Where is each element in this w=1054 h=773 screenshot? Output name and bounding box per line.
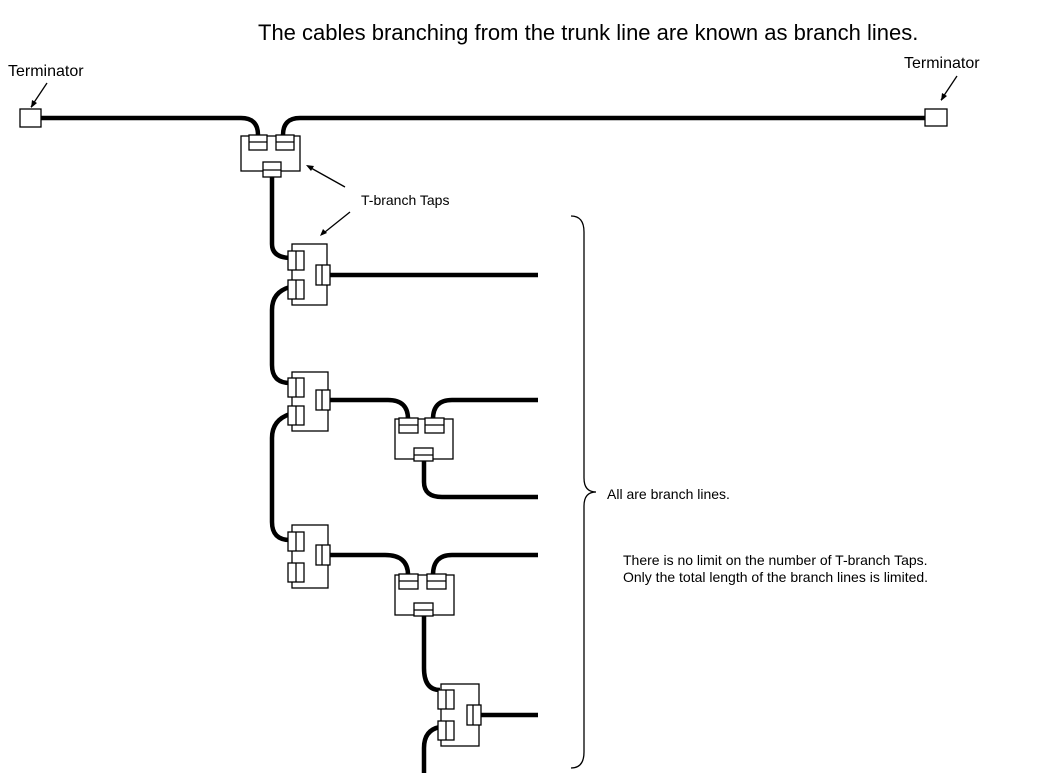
t-branch-tap-4 (287, 524, 331, 589)
t-branch-tap-2 (287, 371, 331, 432)
terminator-left-label: Terminator (8, 63, 84, 80)
note-line-1: There is no limit on the number of T-bra… (623, 552, 928, 568)
t-branch-tap-trunk (240, 134, 301, 178)
taps-arrow-lower (320, 211, 351, 236)
branch-group-label: All are branch lines. (607, 486, 730, 502)
branch-cables (269, 172, 538, 773)
note-line-2: Only the total length of the branch line… (623, 569, 928, 585)
taps-label: T-branch Taps (361, 192, 449, 208)
t-branch-tap-3 (394, 417, 454, 462)
terminator-right-label: Terminator (904, 55, 980, 72)
terminator-right-leader (940, 75, 958, 101)
t-branch-tap-6 (437, 683, 482, 747)
t-branch-tap-1 (287, 243, 331, 306)
branch-lines-brace (570, 215, 597, 769)
caption: The cables branching from the trunk line… (258, 20, 918, 45)
terminator-left-leader (30, 82, 48, 108)
terminator-left (19, 108, 42, 128)
terminator-right (924, 108, 948, 127)
trunk-line (41, 115, 925, 136)
t-branch-tap-5 (394, 573, 455, 617)
taps-arrow-upper (306, 165, 346, 188)
